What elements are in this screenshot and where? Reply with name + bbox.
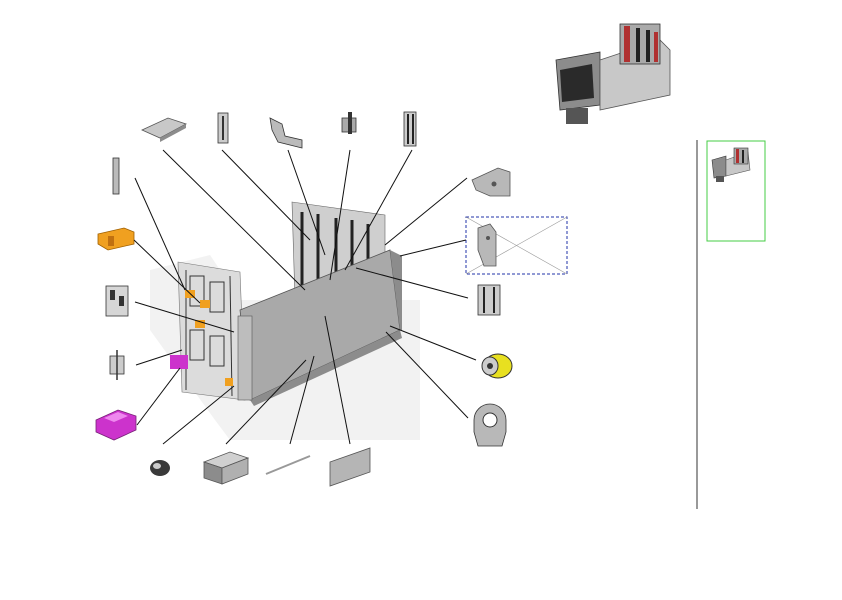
frame-plate-icon[interactable] xyxy=(105,285,129,317)
angle-bracket-icon[interactable] xyxy=(269,117,303,149)
rail-pair-icon[interactable] xyxy=(477,284,501,316)
left-frame-body xyxy=(177,261,246,401)
front-panel-side xyxy=(237,315,253,401)
back-rail-bars xyxy=(300,212,370,285)
cover-plate-icon[interactable] xyxy=(329,447,371,487)
flat-plate-icon[interactable] xyxy=(141,117,188,142)
strip-icon[interactable] xyxy=(112,157,120,195)
rail-icon[interactable] xyxy=(403,111,417,147)
leader-lines xyxy=(133,149,477,445)
connector-icon[interactable] xyxy=(109,350,125,380)
clip-icon[interactable] xyxy=(341,112,357,134)
thumbnail-assembly-icon[interactable] xyxy=(711,147,751,182)
front-panel-edge xyxy=(390,250,402,330)
l-bracket-icon[interactable] xyxy=(471,167,511,197)
left-frame-details xyxy=(185,270,233,397)
clamp-icon[interactable] xyxy=(97,227,135,251)
bracket-icon[interactable] xyxy=(465,216,568,275)
bobbin-icon[interactable] xyxy=(481,353,513,379)
knob-icon[interactable] xyxy=(150,460,170,476)
magenta-insert xyxy=(170,355,188,369)
bracket-strip-icon[interactable] xyxy=(217,112,229,144)
overview-assembly-icon[interactable] xyxy=(555,23,671,124)
front-panel-bottom xyxy=(250,330,402,406)
rod-icon[interactable] xyxy=(265,455,311,475)
orange-insert-4 xyxy=(225,378,233,386)
orange-insert-3 xyxy=(195,320,205,328)
u-holder-icon[interactable] xyxy=(473,403,507,447)
block-icon[interactable] xyxy=(202,451,250,485)
main-assembly xyxy=(150,201,420,440)
orange-insert-2 xyxy=(200,300,210,308)
tray-icon[interactable] xyxy=(95,409,137,441)
